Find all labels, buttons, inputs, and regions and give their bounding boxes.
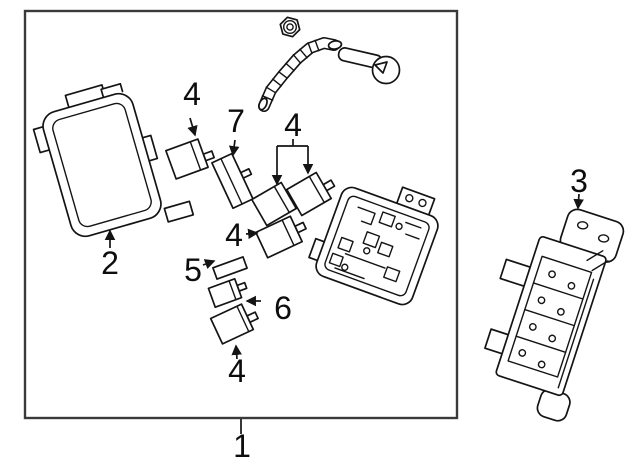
callout-4-bottom: 4 bbox=[228, 353, 246, 389]
hex-nut-part bbox=[279, 16, 301, 38]
fuse-block-outline bbox=[315, 186, 439, 306]
arrow-to-bracket bbox=[573, 193, 584, 210]
relay-a-part bbox=[165, 138, 216, 180]
conduit-open-end bbox=[258, 97, 268, 111]
cover-inner-line bbox=[52, 102, 152, 228]
cover-outline bbox=[42, 92, 162, 238]
bracket-leader bbox=[277, 139, 308, 147]
fuse-part bbox=[212, 256, 248, 280]
mounting-hole bbox=[576, 221, 589, 230]
cover-part bbox=[32, 82, 195, 238]
callout-4-pair: 4 bbox=[284, 107, 302, 143]
bracket-details bbox=[507, 250, 609, 389]
terminal-ring bbox=[371, 55, 401, 85]
bracket-part bbox=[484, 208, 625, 422]
terminal-hole bbox=[374, 61, 388, 74]
ring-terminal-part bbox=[337, 47, 401, 85]
mounting-hole bbox=[597, 234, 610, 243]
mounting-hole bbox=[418, 198, 427, 208]
fuse-block-part bbox=[308, 186, 439, 306]
arrow-to-fuse bbox=[202, 259, 216, 270]
fuse-block-mount-tab bbox=[395, 186, 436, 216]
callout-arrows bbox=[104, 117, 584, 434]
callout-6: 6 bbox=[274, 290, 292, 326]
relay-c-part bbox=[285, 171, 336, 217]
cover-top-tab-small bbox=[100, 82, 124, 98]
flasher-part bbox=[211, 152, 254, 210]
conduit-ribs bbox=[261, 39, 320, 101]
fuse-block-inner bbox=[324, 195, 430, 297]
assembly-frame bbox=[23, 9, 459, 420]
callout-4-mid: 4 bbox=[225, 217, 243, 253]
relay-d-part bbox=[255, 215, 307, 259]
arrow-to-relay-e bbox=[231, 344, 242, 360]
mounting-hole bbox=[405, 193, 414, 203]
callout-3: 3 bbox=[570, 163, 588, 199]
callout-5: 5 bbox=[184, 252, 202, 288]
callout-7: 7 bbox=[227, 103, 245, 139]
relay-e-part bbox=[209, 303, 259, 345]
conduit-part bbox=[258, 37, 343, 112]
arrow-to-flasher bbox=[228, 139, 240, 157]
mini-fuse-part bbox=[207, 277, 248, 309]
arrow-to-relay-a bbox=[187, 117, 198, 137]
callout-1: 1 bbox=[233, 428, 251, 464]
cover-lower-tab bbox=[163, 200, 195, 223]
callout-2: 2 bbox=[101, 245, 119, 281]
fuse-block-details bbox=[328, 206, 422, 283]
callout-4-top: 4 bbox=[183, 76, 201, 112]
conduit-top-end bbox=[327, 40, 343, 50]
arrow-to-relay-d bbox=[245, 228, 259, 240]
